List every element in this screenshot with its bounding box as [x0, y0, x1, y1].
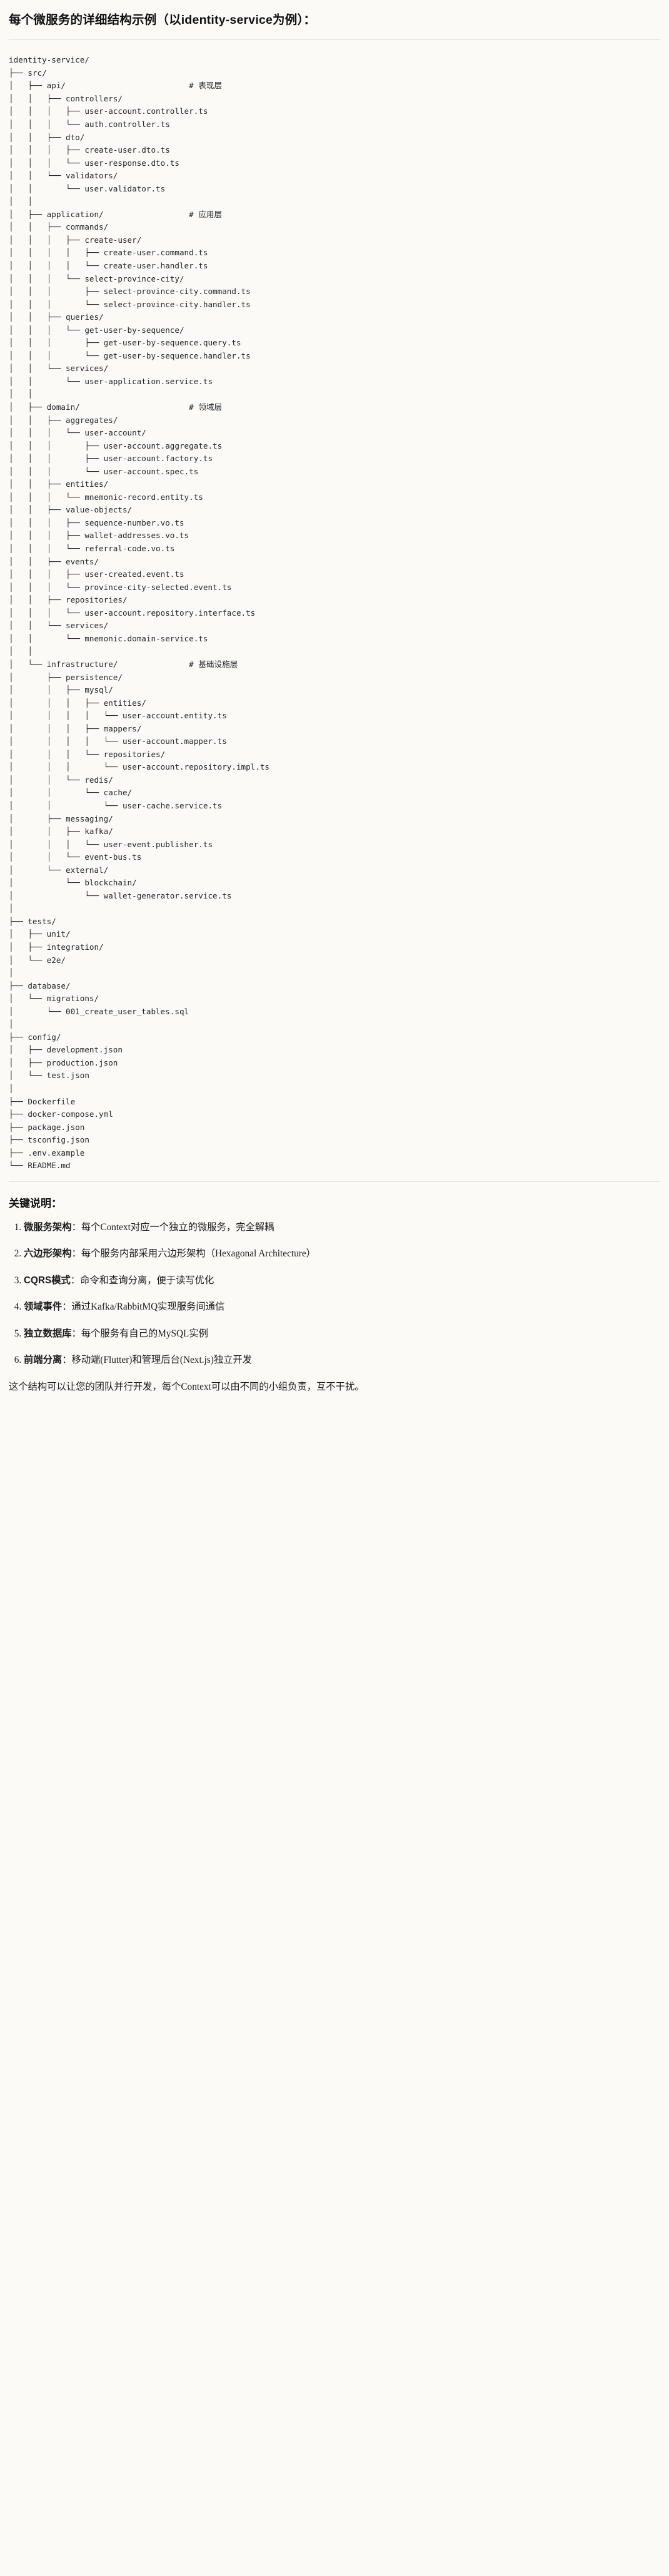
key-notes-heading: 关键说明： [9, 1197, 62, 1209]
list-item: 前端分离：移动端(Flutter)和管理后台(Next.js)独立开发 [24, 1353, 660, 1368]
note-separator: ： [70, 1275, 81, 1286]
closing-paragraph: 这个结构可以让您的团队并行开发，每个Context可以由不同的小组负责，互不干扰… [9, 1381, 365, 1392]
list-item: 独立数据库：每个服务有自己的MySQL实例 [24, 1326, 660, 1341]
list-item: 六边形架构：每个服务内部采用六边形架构（Hexagonal Architectu… [24, 1246, 660, 1261]
title-divider [9, 39, 660, 41]
directory-tree: identity-service/ ├── src/ │ ├── api/ # … [9, 55, 270, 1171]
list-item: CQRS模式：命令和查询分离，便于读写优化 [24, 1273, 660, 1288]
note-key: 微服务架构 [24, 1221, 72, 1233]
page-title: 每个微服务的详细结构示例（以identity-service为例）： [9, 13, 316, 27]
note-description: 每个服务内部采用六边形架构（Hexagonal Architecture） [81, 1248, 316, 1260]
note-description: 移动端(Flutter)和管理后台(Next.js)独立开发 [71, 1355, 253, 1366]
tree-notes-divider [9, 1181, 660, 1182]
note-separator: ： [62, 1355, 72, 1366]
directory-tree-block: identity-service/ ├── src/ │ ├── api/ # … [0, 40, 669, 1181]
note-separator: ： [71, 1221, 81, 1233]
list-item: 微服务架构：每个Context对应一个独立的微服务，完全解耦 [24, 1220, 660, 1235]
note-key: 领域事件 [24, 1301, 63, 1313]
note-separator: ： [71, 1248, 81, 1260]
note-description: 每个服务有自己的MySQL实例 [81, 1328, 208, 1339]
note-description: 命令和查询分离，便于读写优化 [80, 1275, 214, 1286]
note-separator: ： [71, 1328, 81, 1339]
document-page: 每个微服务的详细结构示例（以identity-service为例）： ident… [0, 0, 669, 1411]
note-description: 每个Context对应一个独立的微服务，完全解耦 [81, 1221, 274, 1233]
note-description: 通过Kafka/RabbitMQ实现服务间通信 [71, 1301, 225, 1313]
key-notes-section: 关键说明： 微服务架构：每个Context对应一个独立的微服务，完全解耦 六边形… [0, 1182, 669, 1411]
note-key: CQRS模式 [24, 1275, 71, 1286]
key-notes-list: 微服务架构：每个Context对应一个独立的微服务，完全解耦 六边形架构：每个服… [9, 1220, 660, 1368]
note-key: 独立数据库 [24, 1328, 72, 1339]
note-key: 前端分离 [24, 1355, 63, 1366]
note-key: 六边形架构 [24, 1248, 72, 1260]
list-item: 领域事件：通过Kafka/RabbitMQ实现服务间通信 [24, 1300, 660, 1315]
note-separator: ： [62, 1301, 72, 1313]
